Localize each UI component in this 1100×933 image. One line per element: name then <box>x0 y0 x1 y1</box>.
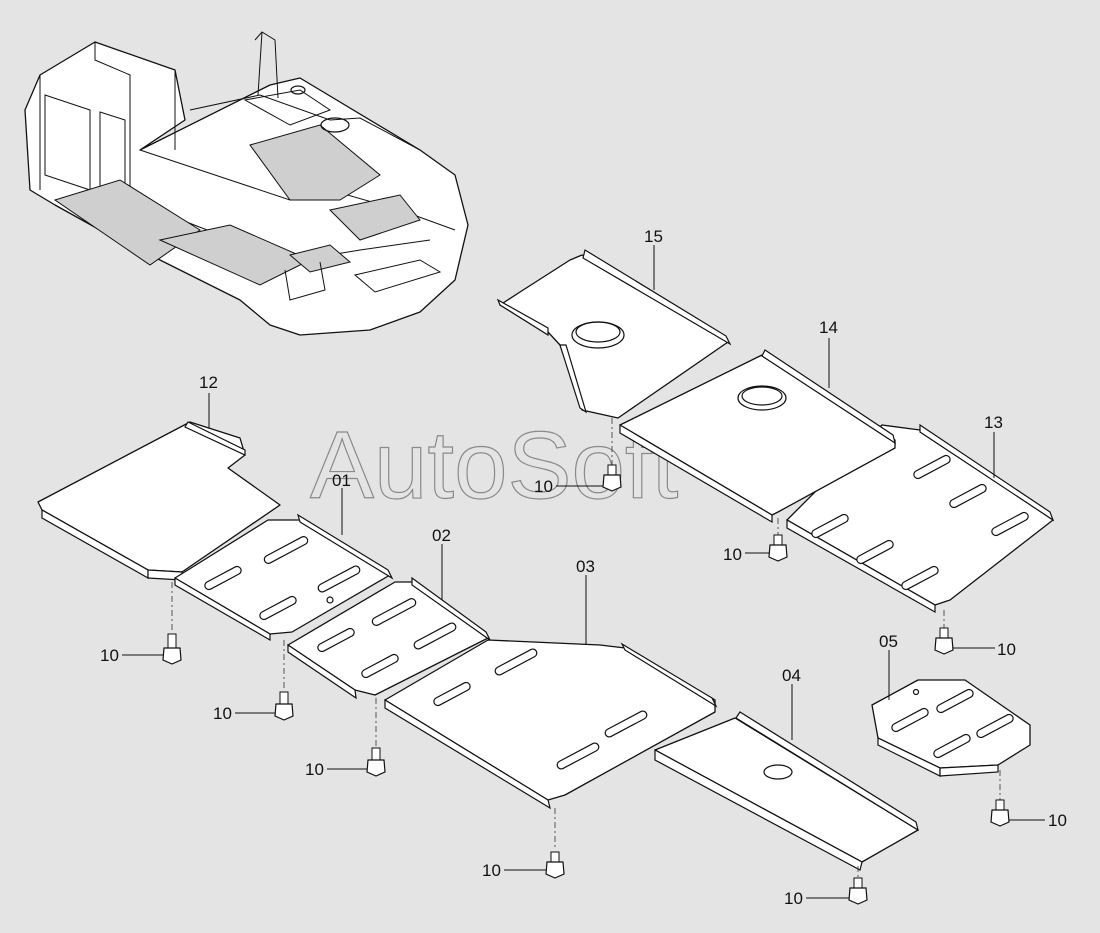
label-bolt: 10 <box>723 545 742 564</box>
label-bolt: 10 <box>305 760 324 779</box>
bolt-03-04 <box>545 808 565 879</box>
label-bolt: 10 <box>534 477 553 496</box>
label-bolt: 10 <box>100 646 119 665</box>
floor-plate-01 <box>174 513 394 642</box>
label-bolt: 10 <box>1048 811 1067 830</box>
bolts <box>162 418 1010 905</box>
bolt-01-02 <box>274 640 294 721</box>
label-bolt: 10 <box>213 704 232 723</box>
label-14: 14 <box>819 318 838 337</box>
bolt-04 <box>848 866 868 905</box>
label-05: 05 <box>879 632 898 651</box>
label-15: 15 <box>644 227 663 246</box>
label-bolt: 10 <box>784 889 803 908</box>
floor-plate-15 <box>496 249 732 419</box>
label-13: 13 <box>984 413 1003 432</box>
leader-lines <box>122 245 1045 899</box>
bolt-12-01 <box>162 582 182 665</box>
label-bolt: 10 <box>997 640 1016 659</box>
label-01: 01 <box>332 471 351 490</box>
label-03: 03 <box>576 557 595 576</box>
bolt-14-13 <box>768 518 788 562</box>
floor-plate-05 <box>871 679 1031 777</box>
part-labels: 12 01 02 03 04 05 13 14 15 10 10 10 10 1… <box>100 227 1067 908</box>
floor-plate-03 <box>384 639 718 810</box>
watermark: AutoSoft <box>310 412 678 519</box>
bolt-02-03 <box>366 698 386 777</box>
floor-plate-02 <box>287 576 491 700</box>
label-12: 12 <box>199 373 218 392</box>
bolt-15-14 <box>602 418 622 492</box>
floor-plate-14 <box>619 349 896 524</box>
floor-plate-04 <box>654 711 919 871</box>
label-bolt: 10 <box>482 861 501 880</box>
label-02: 02 <box>432 526 451 545</box>
machine-overview <box>24 31 469 336</box>
bolt-05 <box>990 770 1010 827</box>
floor-plate-12 <box>37 421 281 581</box>
bolt-13 <box>934 610 954 655</box>
label-04: 04 <box>782 666 801 685</box>
